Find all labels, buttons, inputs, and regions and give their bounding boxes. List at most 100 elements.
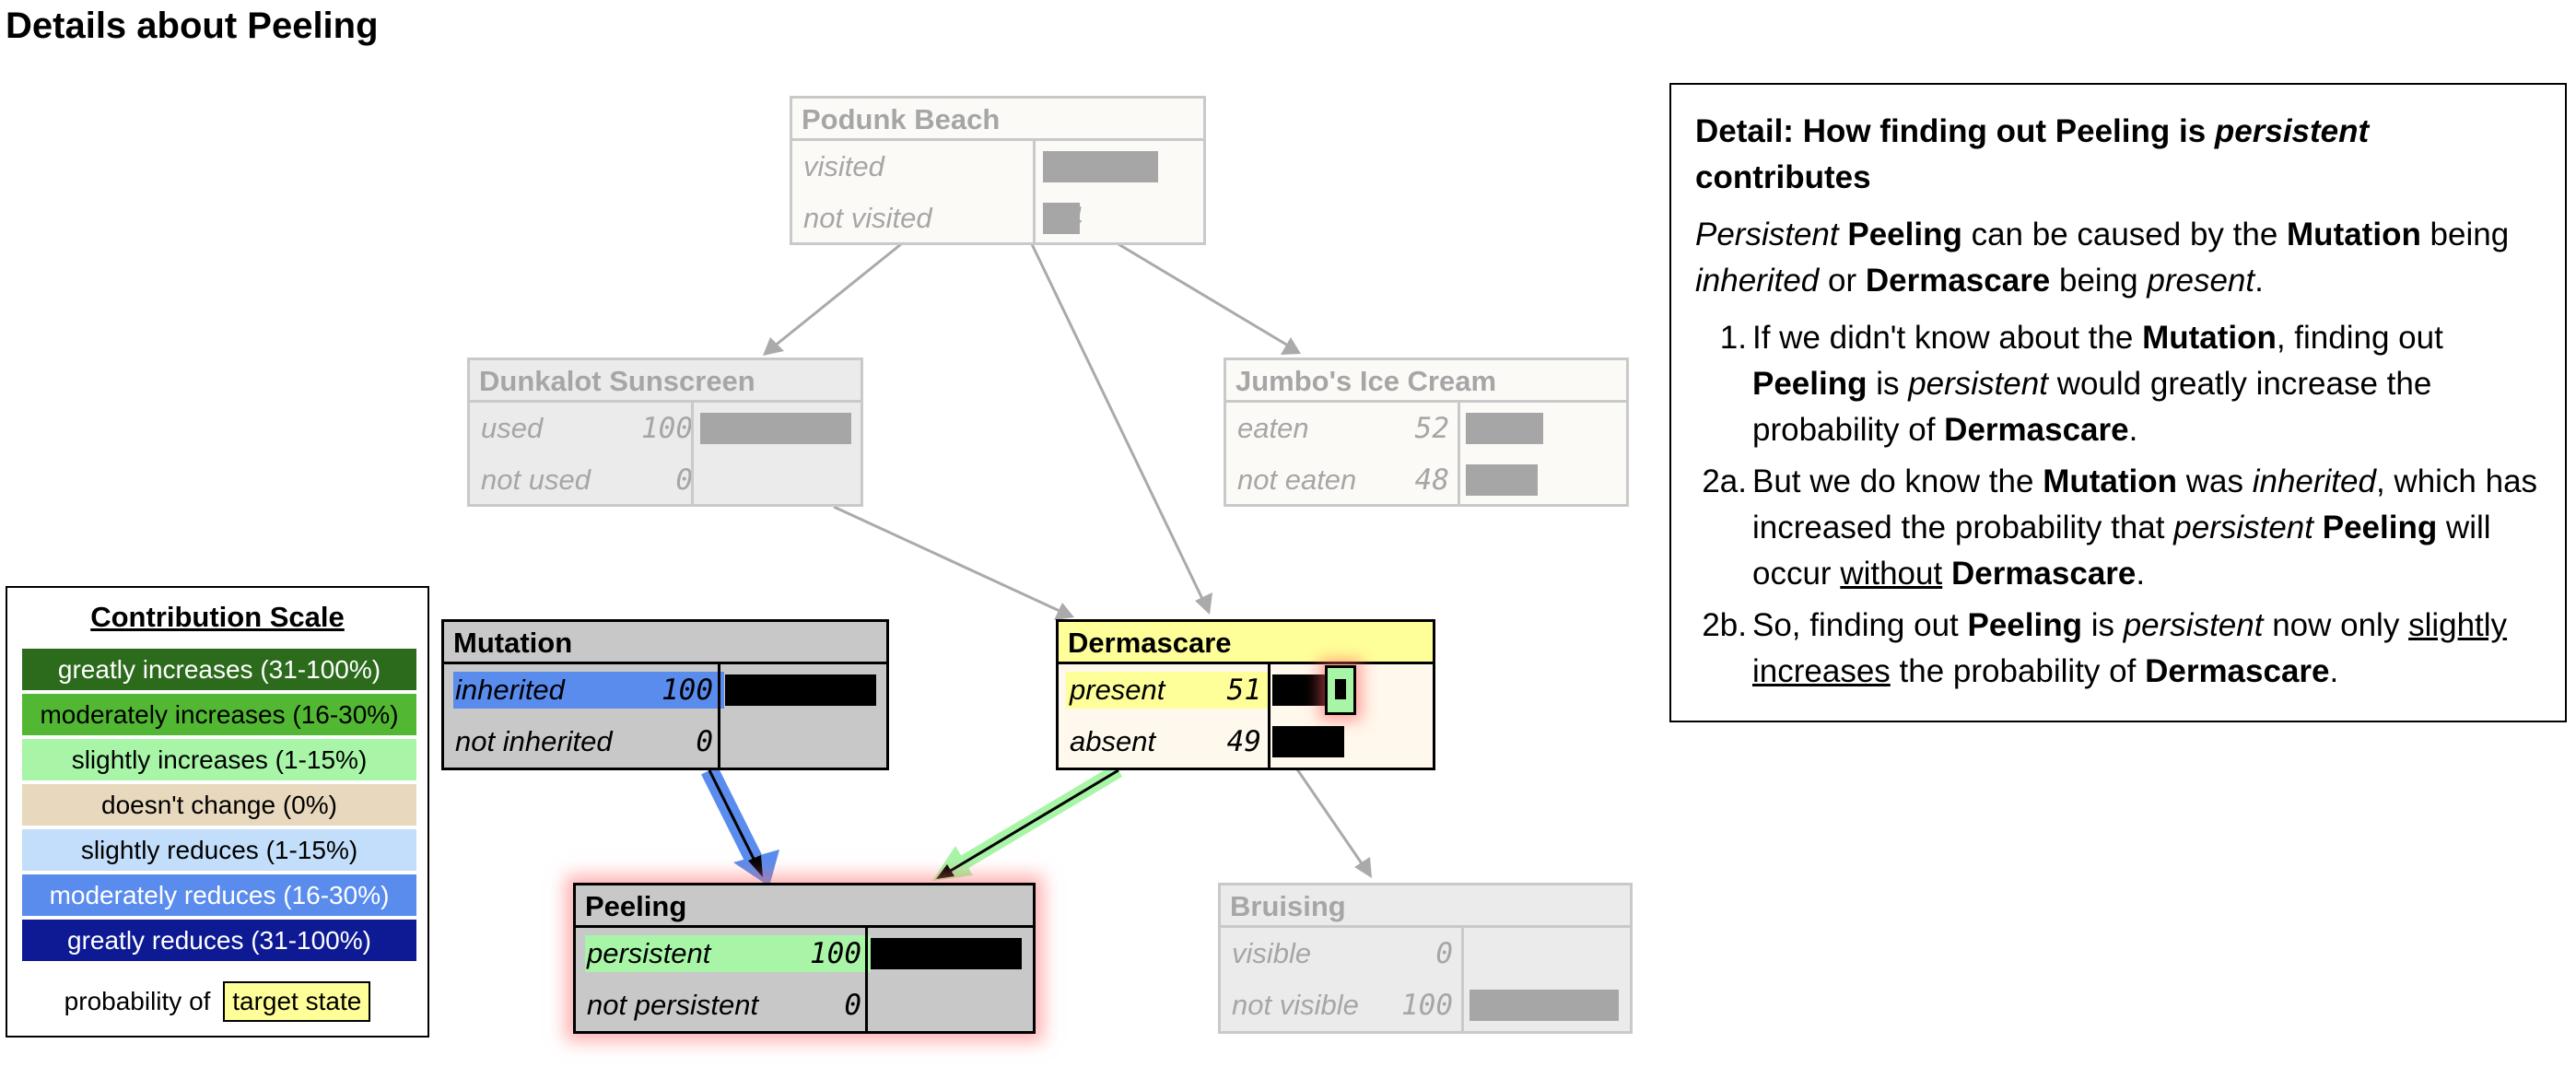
evidence-highlight	[585, 935, 871, 972]
state-label: used	[481, 412, 544, 444]
text: persistent	[1908, 366, 2048, 402]
node-title: Dermascare	[1059, 622, 1433, 664]
text: being	[2050, 263, 2148, 299]
item-number: 2b.	[1702, 607, 1747, 643]
state-label: not visited	[803, 202, 932, 234]
legend-prob-label: probability of	[64, 987, 211, 1015]
state-label: visible	[1232, 937, 1312, 969]
state-value: 100	[1401, 989, 1453, 1022]
legend-swatch-greatly-reduces: greatly reduces (31-100%)	[22, 920, 416, 961]
state-row[interactable]: visited 76	[792, 141, 1203, 193]
node-jumbos-ice-cream[interactable]: Jumbo's Ice Cream eaten 52 not eaten 48	[1224, 358, 1629, 507]
text: inherited	[2252, 463, 2376, 499]
state-value: 51	[1226, 674, 1261, 707]
text: Mutation	[2287, 217, 2421, 252]
state-row[interactable]: eaten 52	[1226, 403, 1626, 454]
text: inherited	[1695, 263, 1820, 299]
item-number: 2a.	[1702, 463, 1747, 499]
probability-bar	[1466, 464, 1538, 496]
text: Dermascare	[1950, 556, 2137, 592]
state-value: 0	[675, 463, 693, 497]
text: slightly increases	[1752, 607, 2508, 689]
probability-bar	[1466, 413, 1543, 444]
text: Detail: How finding out Peeling is	[1695, 113, 2215, 149]
probability-bar	[1043, 203, 1080, 234]
state-label: absent	[1070, 725, 1156, 757]
state-label: not inherited	[455, 725, 613, 757]
text: Persistent	[1695, 217, 1839, 252]
node-peeling[interactable]: Peeling persistent 100 not persistent 0	[573, 883, 1036, 1034]
node-dunkalot-sunscreen[interactable]: Dunkalot Sunscreen used 100 not used 0	[467, 358, 863, 507]
state-value: 0	[696, 725, 713, 758]
text: is	[1867, 366, 1909, 402]
legend-swatch-greatly-increases: greatly increases (31-100%)	[22, 649, 416, 690]
legend-target-swatch: target state	[223, 981, 371, 1022]
link-dermascare-to-bruising	[1295, 768, 1372, 878]
text: present	[2147, 263, 2255, 299]
text: Mutation	[2142, 320, 2277, 356]
text: the probability of	[1890, 653, 2146, 689]
probability-bar	[700, 413, 851, 444]
state-label: not used	[481, 463, 591, 496]
target-state-highlight	[1066, 672, 1270, 709]
node-title: Peeling	[576, 885, 1033, 928]
state-label: inherited	[455, 674, 565, 706]
text: Peeling	[1847, 217, 1962, 252]
text: is	[2081, 607, 2124, 643]
state-value: 52	[1414, 412, 1449, 445]
state-row[interactable]: persistent 100	[576, 928, 1033, 979]
state-row[interactable]: not visible 100	[1221, 979, 1630, 1031]
node-dermascare[interactable]: Dermascare present 51 absent 49	[1056, 619, 1435, 770]
state-row[interactable]: not inherited 0	[444, 716, 886, 768]
text: .	[2128, 412, 2138, 448]
state-row[interactable]: not persistent 0	[576, 979, 1033, 1031]
state-row[interactable]: absent 49	[1059, 716, 1433, 768]
detail-intro: Persistent Peeling can be caused by the …	[1695, 212, 2541, 304]
state-label: persistent	[587, 937, 711, 969]
column-divider	[865, 928, 868, 1031]
column-divider	[718, 664, 720, 768]
text: would greatly increase the probability o…	[1752, 366, 2432, 448]
text: , which has increased the probability th…	[1752, 463, 2538, 545]
text: now only	[2263, 607, 2409, 643]
state-value: 0	[1435, 937, 1453, 970]
state-label: not visible	[1232, 989, 1359, 1021]
text: persistent	[2173, 510, 2313, 545]
detail-panel: Detail: How finding out Peeling is persi…	[1669, 83, 2567, 722]
node-bruising[interactable]: Bruising visible 0 not visible 100	[1218, 883, 1633, 1034]
probability-bar	[1043, 151, 1158, 182]
column-divider	[1461, 928, 1464, 1031]
node-podunk-beach[interactable]: Podunk Beach visited 76 not visited 24	[790, 96, 1206, 245]
state-row[interactable]: present 51	[1059, 664, 1433, 716]
state-row[interactable]: not eaten 48	[1226, 454, 1626, 506]
column-divider	[1033, 141, 1036, 244]
state-row[interactable]: inherited 100	[444, 664, 886, 716]
link-podunk-to-dermascare	[1030, 243, 1212, 615]
state-row[interactable]: visible 0	[1221, 928, 1630, 979]
state-row[interactable]: not visited 24	[792, 193, 1203, 244]
column-divider	[1458, 403, 1460, 506]
detail-heading: Detail: How finding out Peeling is persi…	[1695, 109, 2541, 201]
text: was	[2177, 463, 2253, 499]
text: will occur	[1752, 510, 2491, 592]
text: , finding out	[2276, 320, 2443, 356]
link-podunk-to-dunkalot	[763, 242, 902, 356]
state-label: visited	[803, 150, 884, 182]
legend-swatch-slightly-increases: slightly increases (1-15%)	[22, 739, 416, 780]
node-mutation[interactable]: Mutation inherited 100 not inherited 0	[441, 619, 889, 770]
text: Mutation	[2043, 463, 2177, 499]
legend-swatch-moderately-reduces: moderately reduces (16-30%)	[22, 874, 416, 916]
text: Dermascare	[2145, 653, 2330, 689]
state-row[interactable]: used 100	[470, 403, 861, 454]
detail-item-2b: 2b.So, finding out Peeling is persistent…	[1695, 603, 2541, 695]
state-row[interactable]: not used 0	[470, 454, 861, 506]
state-value: 100	[662, 674, 713, 707]
text: or	[1819, 263, 1866, 299]
detail-item-2a: 2a.But we do know the Mutation was inher…	[1695, 459, 2541, 597]
column-divider	[1268, 664, 1270, 768]
legend-swatch-slightly-reduces: slightly reduces (1-15%)	[22, 829, 416, 871]
text: Peeling	[2322, 510, 2438, 545]
legend-swatch-doesnt-change: doesn't change (0%)	[22, 784, 416, 826]
legend-swatch-moderately-increases: moderately increases (16-30%)	[22, 694, 416, 735]
